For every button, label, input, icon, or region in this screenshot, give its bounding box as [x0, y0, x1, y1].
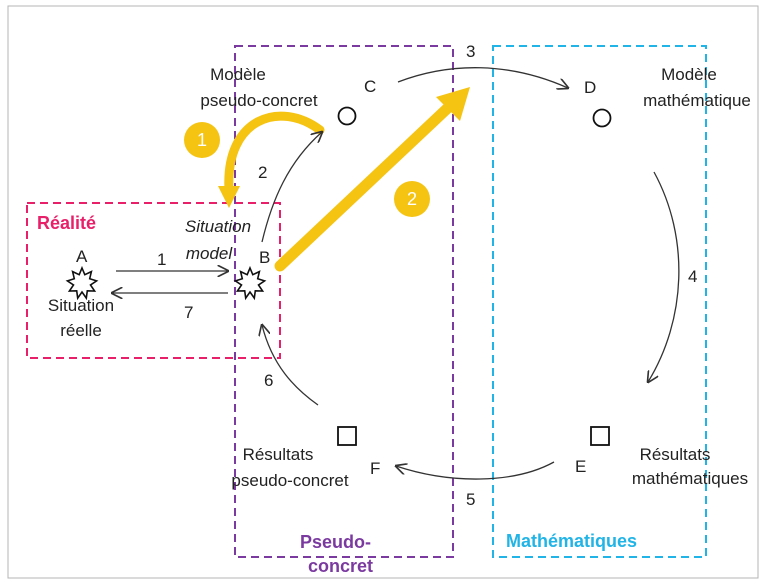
region-realite-label: Réalité — [37, 213, 96, 233]
node-d-circle-icon — [592, 108, 612, 128]
badge-2: 2 — [394, 181, 430, 217]
region-pseudo-box — [234, 45, 454, 558]
edge-2-label: 2 — [258, 163, 267, 182]
badge-1-text: 1 — [197, 130, 207, 150]
edge-4-label: 4 — [688, 267, 697, 286]
node-e-square-icon — [590, 426, 610, 446]
edge-5-label: 5 — [466, 490, 475, 509]
edge-3-label: 3 — [466, 42, 475, 61]
node-a-label-2: réelle — [60, 321, 102, 340]
region-realite-box — [26, 202, 281, 359]
region-math-label: Mathématiques — [506, 531, 637, 551]
node-b-label-2: model — [186, 244, 234, 263]
edge-6-label: 6 — [264, 371, 273, 390]
highlight-curved-arrow-1 — [218, 111, 325, 208]
node-d-label-2: mathématique — [643, 91, 751, 110]
diagram-frame — [7, 5, 759, 579]
node-b-letter: B — [259, 248, 270, 267]
node-f-label-2: pseudo-concret — [231, 471, 348, 490]
badge-1: 1 — [184, 122, 220, 158]
edge-6-arrow — [262, 325, 319, 406]
node-d-label-1: Modèle — [661, 65, 717, 84]
region-math-box — [492, 45, 707, 558]
node-c-letter: C — [364, 77, 376, 96]
node-c-circle-icon — [337, 106, 357, 126]
badge-2-text: 2 — [407, 189, 417, 209]
node-f-letter: F — [370, 459, 380, 478]
node-f-label-1: Résultats — [243, 445, 314, 464]
node-a-letter: A — [76, 247, 88, 266]
node-b-star-icon — [233, 265, 267, 301]
node-d-letter: D — [584, 78, 596, 97]
region-pseudo-label-1: Pseudo- — [300, 532, 371, 552]
node-b-label-1: Situation — [185, 217, 251, 236]
node-e-letter: E — [575, 457, 586, 476]
edge-3-arrow — [397, 67, 568, 88]
node-c-label-2: pseudo-concret — [200, 91, 317, 110]
edge-1-label: 1 — [157, 250, 166, 269]
highlight-straight-arrow-2 — [274, 87, 470, 272]
node-f-square-icon — [337, 426, 357, 446]
edge-5-arrow — [396, 461, 555, 480]
region-pseudo-label-2: concret — [308, 556, 373, 576]
edge-7-label: 7 — [184, 303, 193, 322]
node-c-label-1: Modèle — [210, 65, 266, 84]
edge-4-arrow — [648, 171, 680, 382]
node-e-label-2: mathématiques — [632, 469, 748, 488]
node-a-star-icon — [65, 265, 99, 301]
edge-2-arrow — [261, 132, 322, 243]
node-a-label-1: Situation — [48, 296, 114, 315]
node-e-label-1: Résultats — [640, 445, 711, 464]
